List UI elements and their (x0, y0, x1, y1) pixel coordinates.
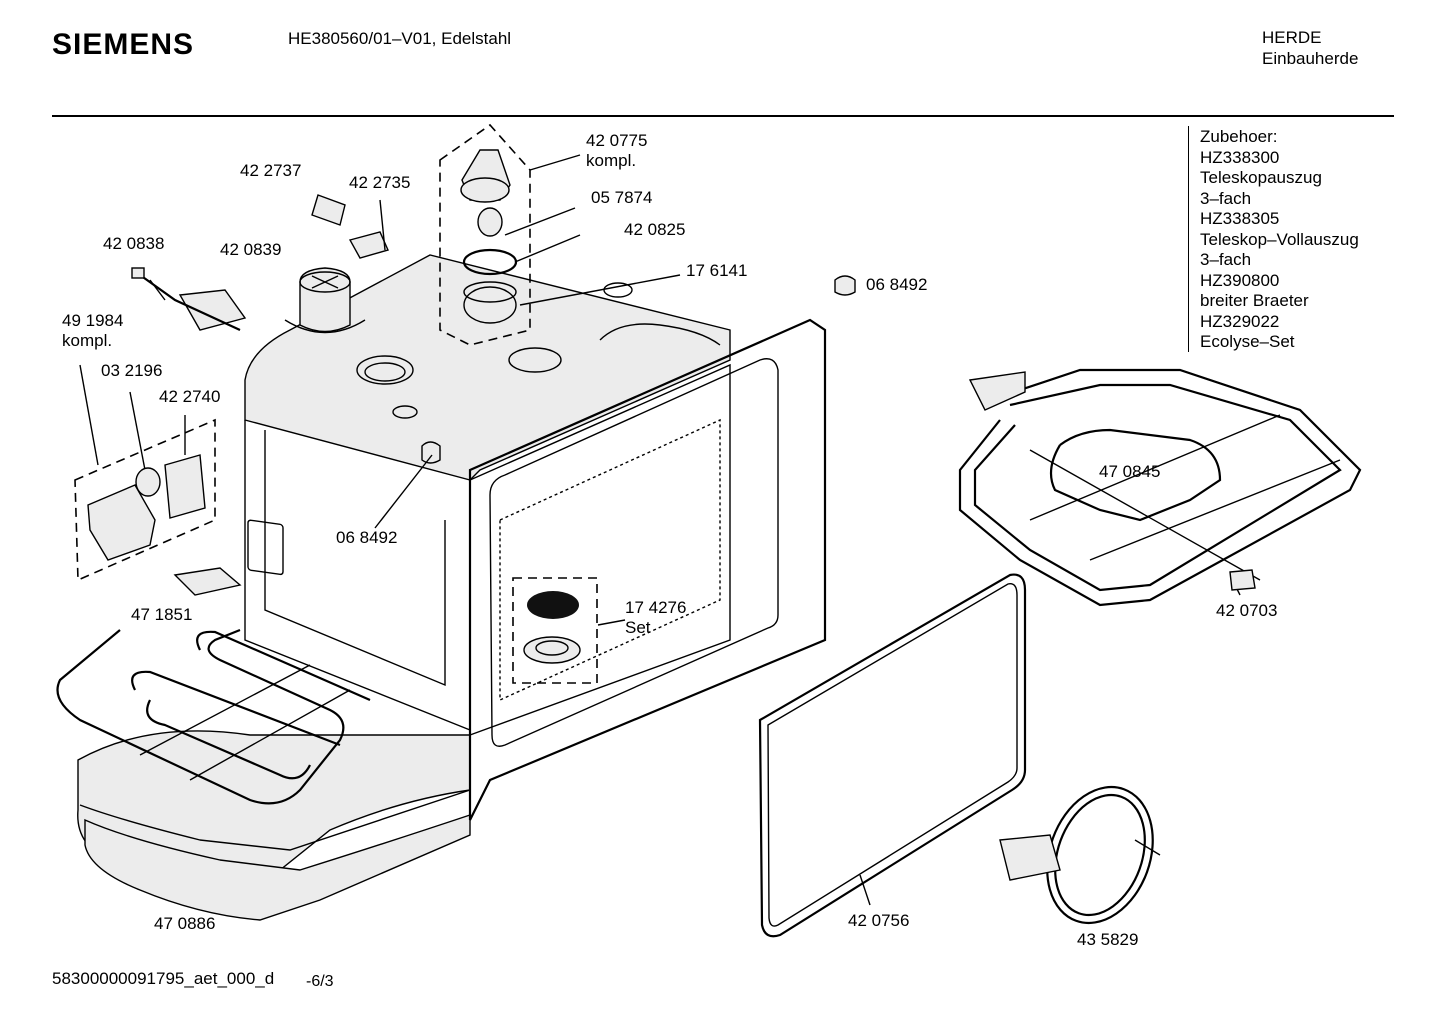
part-label-422735[interactable]: 42 2735 (349, 173, 410, 193)
header-divider (52, 115, 1394, 117)
part-number: 42 0703 (1216, 601, 1278, 620)
accessories-divider (1188, 126, 1189, 352)
part-label-470845[interactable]: 47 0845 (1099, 462, 1160, 482)
part-label-491984[interactable]: 49 1984 kompl. (62, 311, 123, 351)
part-label-420839[interactable]: 42 0839 (220, 240, 281, 260)
part-label-435829[interactable]: 43 5829 (1077, 930, 1138, 950)
bottom-tray (77, 730, 471, 921)
part-label-420775[interactable]: 42 0775 kompl. (586, 131, 647, 171)
model-title: HE380560/01–V01, Edelstahl (288, 29, 512, 48)
part-label-032196[interactable]: 03 2196 (101, 361, 162, 381)
part-label-420756[interactable]: 42 0756 (848, 911, 909, 931)
part-number: 42 0775 (586, 131, 648, 150)
part-number: 17 6141 (686, 261, 748, 280)
document-id: 58300000091795_aet_000_d (52, 969, 275, 988)
part-number: 03 2196 (101, 361, 163, 380)
part-number: 06 8492 (866, 275, 928, 294)
part-number: 42 2740 (159, 387, 221, 406)
circular-heater (999, 785, 1161, 925)
oven-body (244, 254, 827, 821)
part-number: 42 0756 (848, 911, 910, 930)
part-number: 42 2737 (240, 161, 302, 180)
category-line-1: HERDE (1262, 28, 1322, 47)
part-note: kompl. (62, 331, 113, 350)
accessory-line: 3–fach (1200, 188, 1252, 208)
accessory-line: breiter Braeter (1200, 291, 1309, 310)
part-number: 47 0845 (1099, 462, 1161, 481)
part-number: 42 2735 (349, 173, 411, 192)
part-label-176141[interactable]: 17 6141 (686, 261, 747, 281)
part-label-420838[interactable]: 42 0838 (103, 234, 164, 254)
part-label-174276[interactable]: 17 4276 Set (625, 598, 686, 638)
leader-lines (79, 154, 1241, 906)
control-components (74, 418, 242, 596)
accessories-list: Zubehoer: HZ338300 Teleskopauszug 3–fach… (1200, 127, 1359, 353)
part-number: 17 4276 (625, 598, 687, 617)
part-number: 43 5829 (1077, 930, 1139, 949)
part-number: 06 8492 (336, 528, 398, 547)
accessory-line: Teleskopauszug (1200, 168, 1322, 187)
part-label-068492-side[interactable]: 06 8492 (336, 528, 397, 548)
part-label-470886[interactable]: 47 0886 (154, 914, 215, 934)
brand-logo: SIEMENS (52, 28, 195, 61)
top-grill-heater (958, 368, 1362, 607)
part-label-420825[interactable]: 42 0825 (624, 220, 685, 240)
page-number: -6/3 (306, 973, 334, 990)
accessory-line: Teleskop–Vollauszug (1200, 229, 1359, 249)
part-label-471851[interactable]: 47 1851 (131, 605, 192, 625)
part-number: 05 7874 (591, 188, 653, 207)
part-label-422737[interactable]: 42 2737 (240, 161, 301, 181)
part-number: 42 0838 (103, 234, 165, 253)
part-label-068492-top[interactable]: 06 8492 (866, 275, 927, 295)
accessory-line: 3–fach (1200, 250, 1252, 269)
part-number: 42 0825 (624, 220, 686, 239)
part-note: Set (625, 618, 651, 637)
accessory-line: Ecolyse–Set (1200, 332, 1295, 351)
door-seal (758, 573, 1027, 938)
accessory-line: HZ338300 (1200, 147, 1280, 167)
accessory-line: HZ390800 (1200, 270, 1280, 290)
part-number: 47 0886 (154, 914, 216, 933)
part-number: 42 0839 (220, 240, 282, 259)
accessory-line: HZ338305 (1200, 209, 1280, 228)
top-components (131, 123, 856, 464)
ecolyse-set (512, 577, 598, 684)
part-note: kompl. (586, 151, 637, 170)
part-label-420703[interactable]: 42 0703 (1216, 601, 1277, 621)
category-block: HERDE Einbauherde (1262, 27, 1358, 69)
part-label-422740[interactable]: 42 2740 (159, 387, 220, 407)
part-label-057874[interactable]: 05 7874 (591, 188, 652, 208)
bottom-heater (56, 628, 371, 805)
accessory-line: Zubehoer: (1200, 127, 1278, 146)
part-number: 47 1851 (131, 605, 193, 624)
category-line-2: Einbauherde (1262, 49, 1359, 68)
accessory-line: HZ329022 (1200, 311, 1280, 331)
part-number: 49 1984 (62, 311, 124, 330)
